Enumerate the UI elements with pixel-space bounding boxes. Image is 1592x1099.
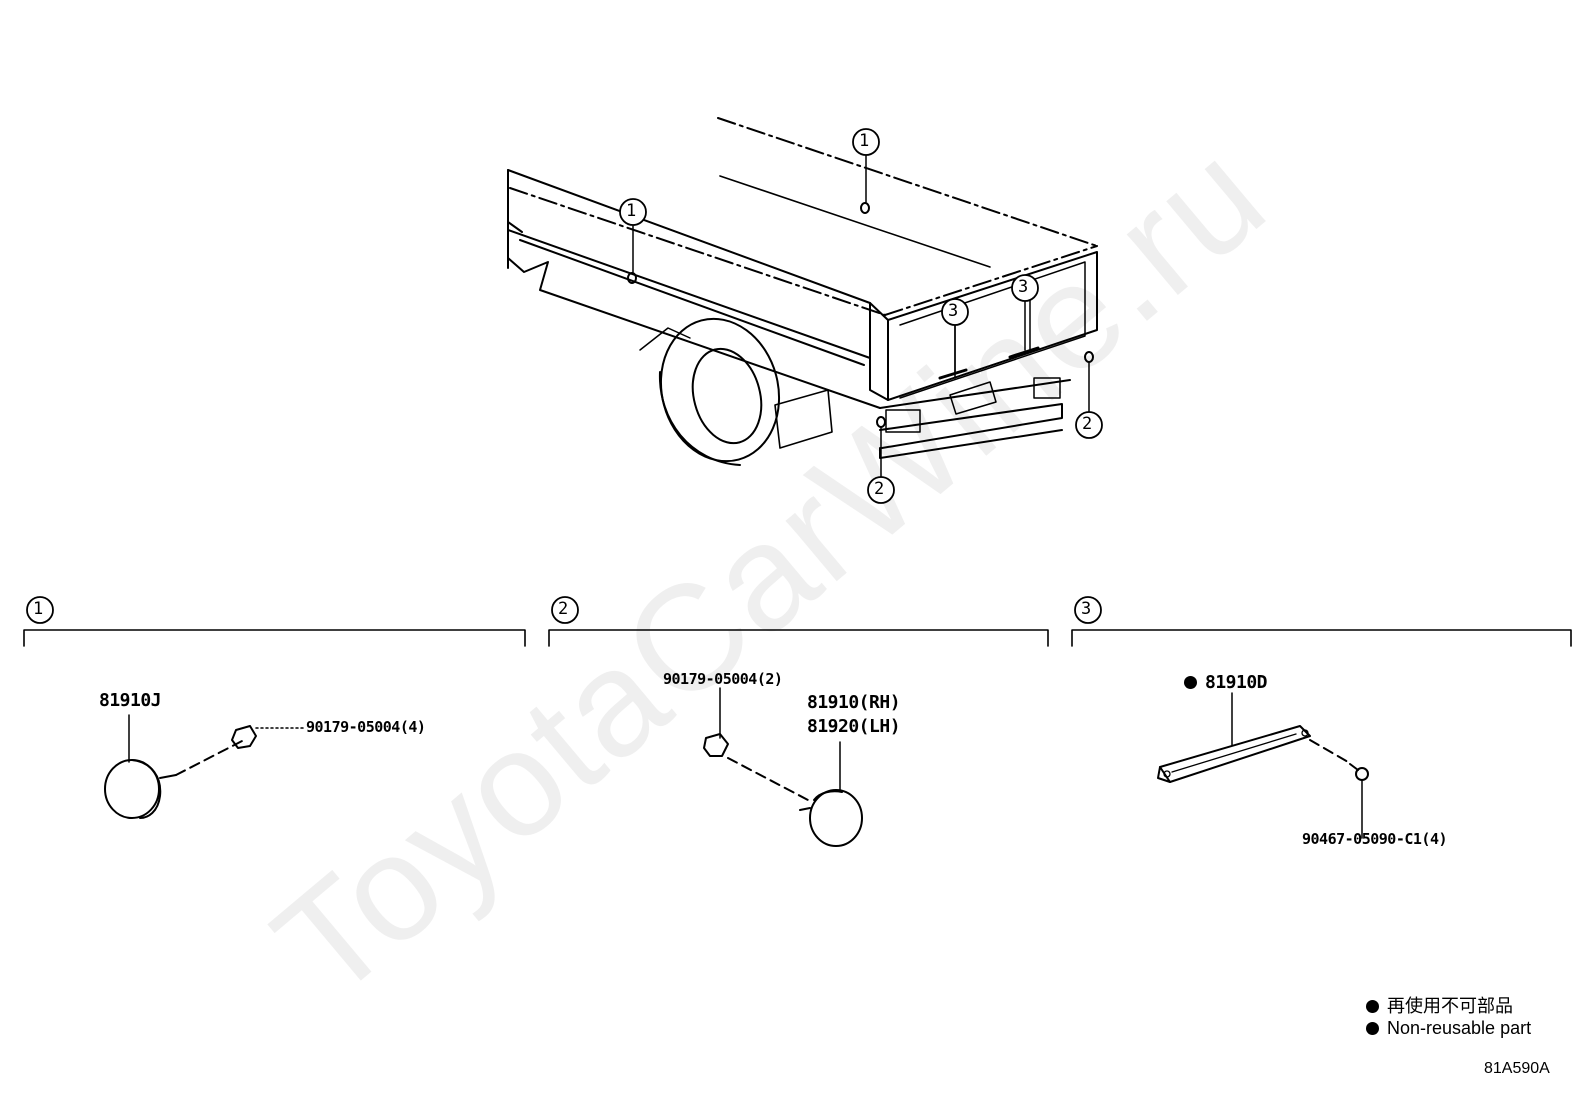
part-number-bolt-section-1: 90179-05004(4) bbox=[306, 718, 426, 736]
section-3-marker: 3 bbox=[1081, 599, 1092, 619]
reflector-81910-81920-drawing bbox=[703, 687, 863, 847]
callout-1-top: 1 bbox=[859, 131, 870, 151]
part-number-81910-rh: 81910(RH) bbox=[807, 692, 901, 713]
figure-code: 81A590A bbox=[1484, 1060, 1550, 1077]
part-number-screw-section-3: 90467-05090-C1(4) bbox=[1302, 830, 1448, 848]
legend-dot-icon bbox=[1366, 1000, 1379, 1013]
section-2-marker: 2 bbox=[558, 599, 569, 619]
section-2-bracket bbox=[548, 629, 1049, 647]
section-1-bracket bbox=[23, 629, 526, 647]
callout-3-left: 3 bbox=[948, 301, 959, 321]
non-reusable-dot-icon bbox=[1184, 676, 1197, 689]
callout-1-side: 1 bbox=[626, 201, 637, 221]
section-1-marker: 1 bbox=[33, 599, 44, 619]
part-number-81910J: 81910J bbox=[99, 690, 162, 711]
legend-dot-icon bbox=[1366, 1022, 1379, 1035]
callout-2-right: 2 bbox=[1082, 414, 1093, 434]
legend-japanese: 再使用不可部品 bbox=[1366, 992, 1513, 1018]
callout-3-right: 3 bbox=[1018, 277, 1029, 297]
reflector-81910D-drawing bbox=[1157, 692, 1369, 839]
part-number-bolt-section-2: 90179-05004(2) bbox=[663, 670, 783, 688]
reflector-81910J-drawing bbox=[104, 714, 305, 819]
legend-english: Non-reusable part bbox=[1366, 1018, 1531, 1039]
truck-illustration bbox=[507, 117, 1098, 478]
callout-2-left: 2 bbox=[874, 479, 885, 499]
part-number-81910D: 81910D bbox=[1184, 672, 1268, 693]
part-number-81920-lh: 81920(LH) bbox=[807, 716, 901, 737]
section-3-bracket bbox=[1071, 629, 1572, 647]
